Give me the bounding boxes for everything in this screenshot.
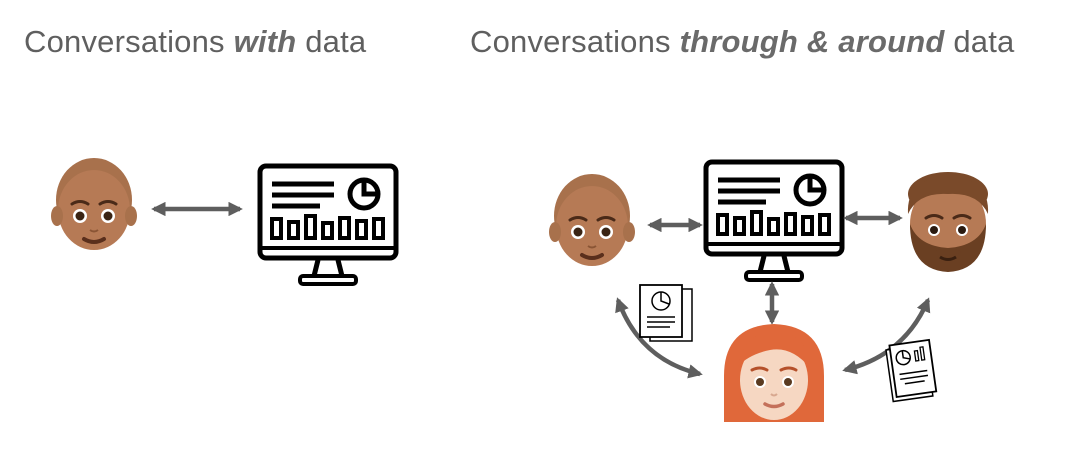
person-redhead-icon [724, 324, 824, 422]
left-title-prefix: Conversations [24, 24, 234, 59]
right-title-prefix: Conversations [470, 24, 680, 59]
right-title-suffix: data [944, 24, 1015, 59]
person-bearded-icon [907, 172, 989, 272]
dashboard-monitor-icon [706, 162, 842, 280]
person-bald-icon [49, 156, 139, 252]
right-panel-title: Conversations through & around data [470, 24, 1014, 60]
report-document-icon [885, 338, 938, 403]
left-title-emphasis: with [233, 24, 297, 59]
report-document-icon [639, 284, 693, 342]
double-arrow-icon [615, 297, 703, 379]
left-panel-title: Conversations with data [24, 24, 366, 60]
person-bald-icon [547, 172, 637, 268]
right-title-emphasis: through & around [679, 24, 945, 59]
left-title-suffix: data [296, 24, 367, 59]
dashboard-monitor-icon [260, 166, 396, 284]
